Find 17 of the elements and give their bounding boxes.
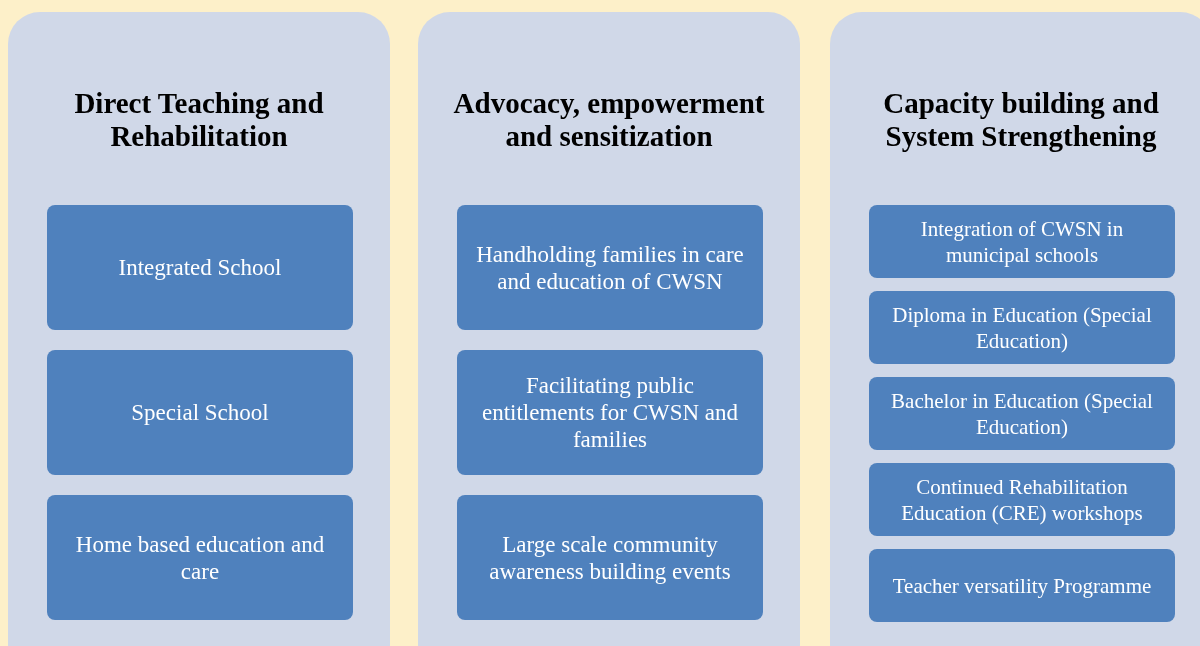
category-panel — [830, 12, 1200, 646]
item-box: Facilitating public entitlements for CWSN and families — [457, 350, 763, 475]
item-box: Bachelor in Education (Special Education) — [869, 377, 1175, 450]
item-box: Integrated School — [47, 205, 353, 330]
panel-heading: Capacity building and System Strengthening — [882, 87, 1160, 153]
item-box: Home based education and care — [47, 495, 353, 620]
item-box: Teacher versatility Programme — [869, 549, 1175, 622]
panel-heading: Advocacy, empowerment and sensitization — [452, 87, 766, 153]
item-box: Large scale community awareness building events — [457, 495, 763, 620]
panel-heading: Direct Teaching and Rehabilitation — [73, 87, 325, 153]
item-box: Special School — [47, 350, 353, 475]
item-box: Continued Rehabilitation Education (CRE) workshops — [869, 463, 1175, 536]
category-panel — [8, 12, 390, 646]
category-panel — [418, 12, 800, 646]
item-box: Integration of CWSN in municipal schools — [869, 205, 1175, 278]
item-box: Handholding families in care and education of CWSN — [457, 205, 763, 330]
item-box: Diploma in Education (Special Education) — [869, 291, 1175, 364]
